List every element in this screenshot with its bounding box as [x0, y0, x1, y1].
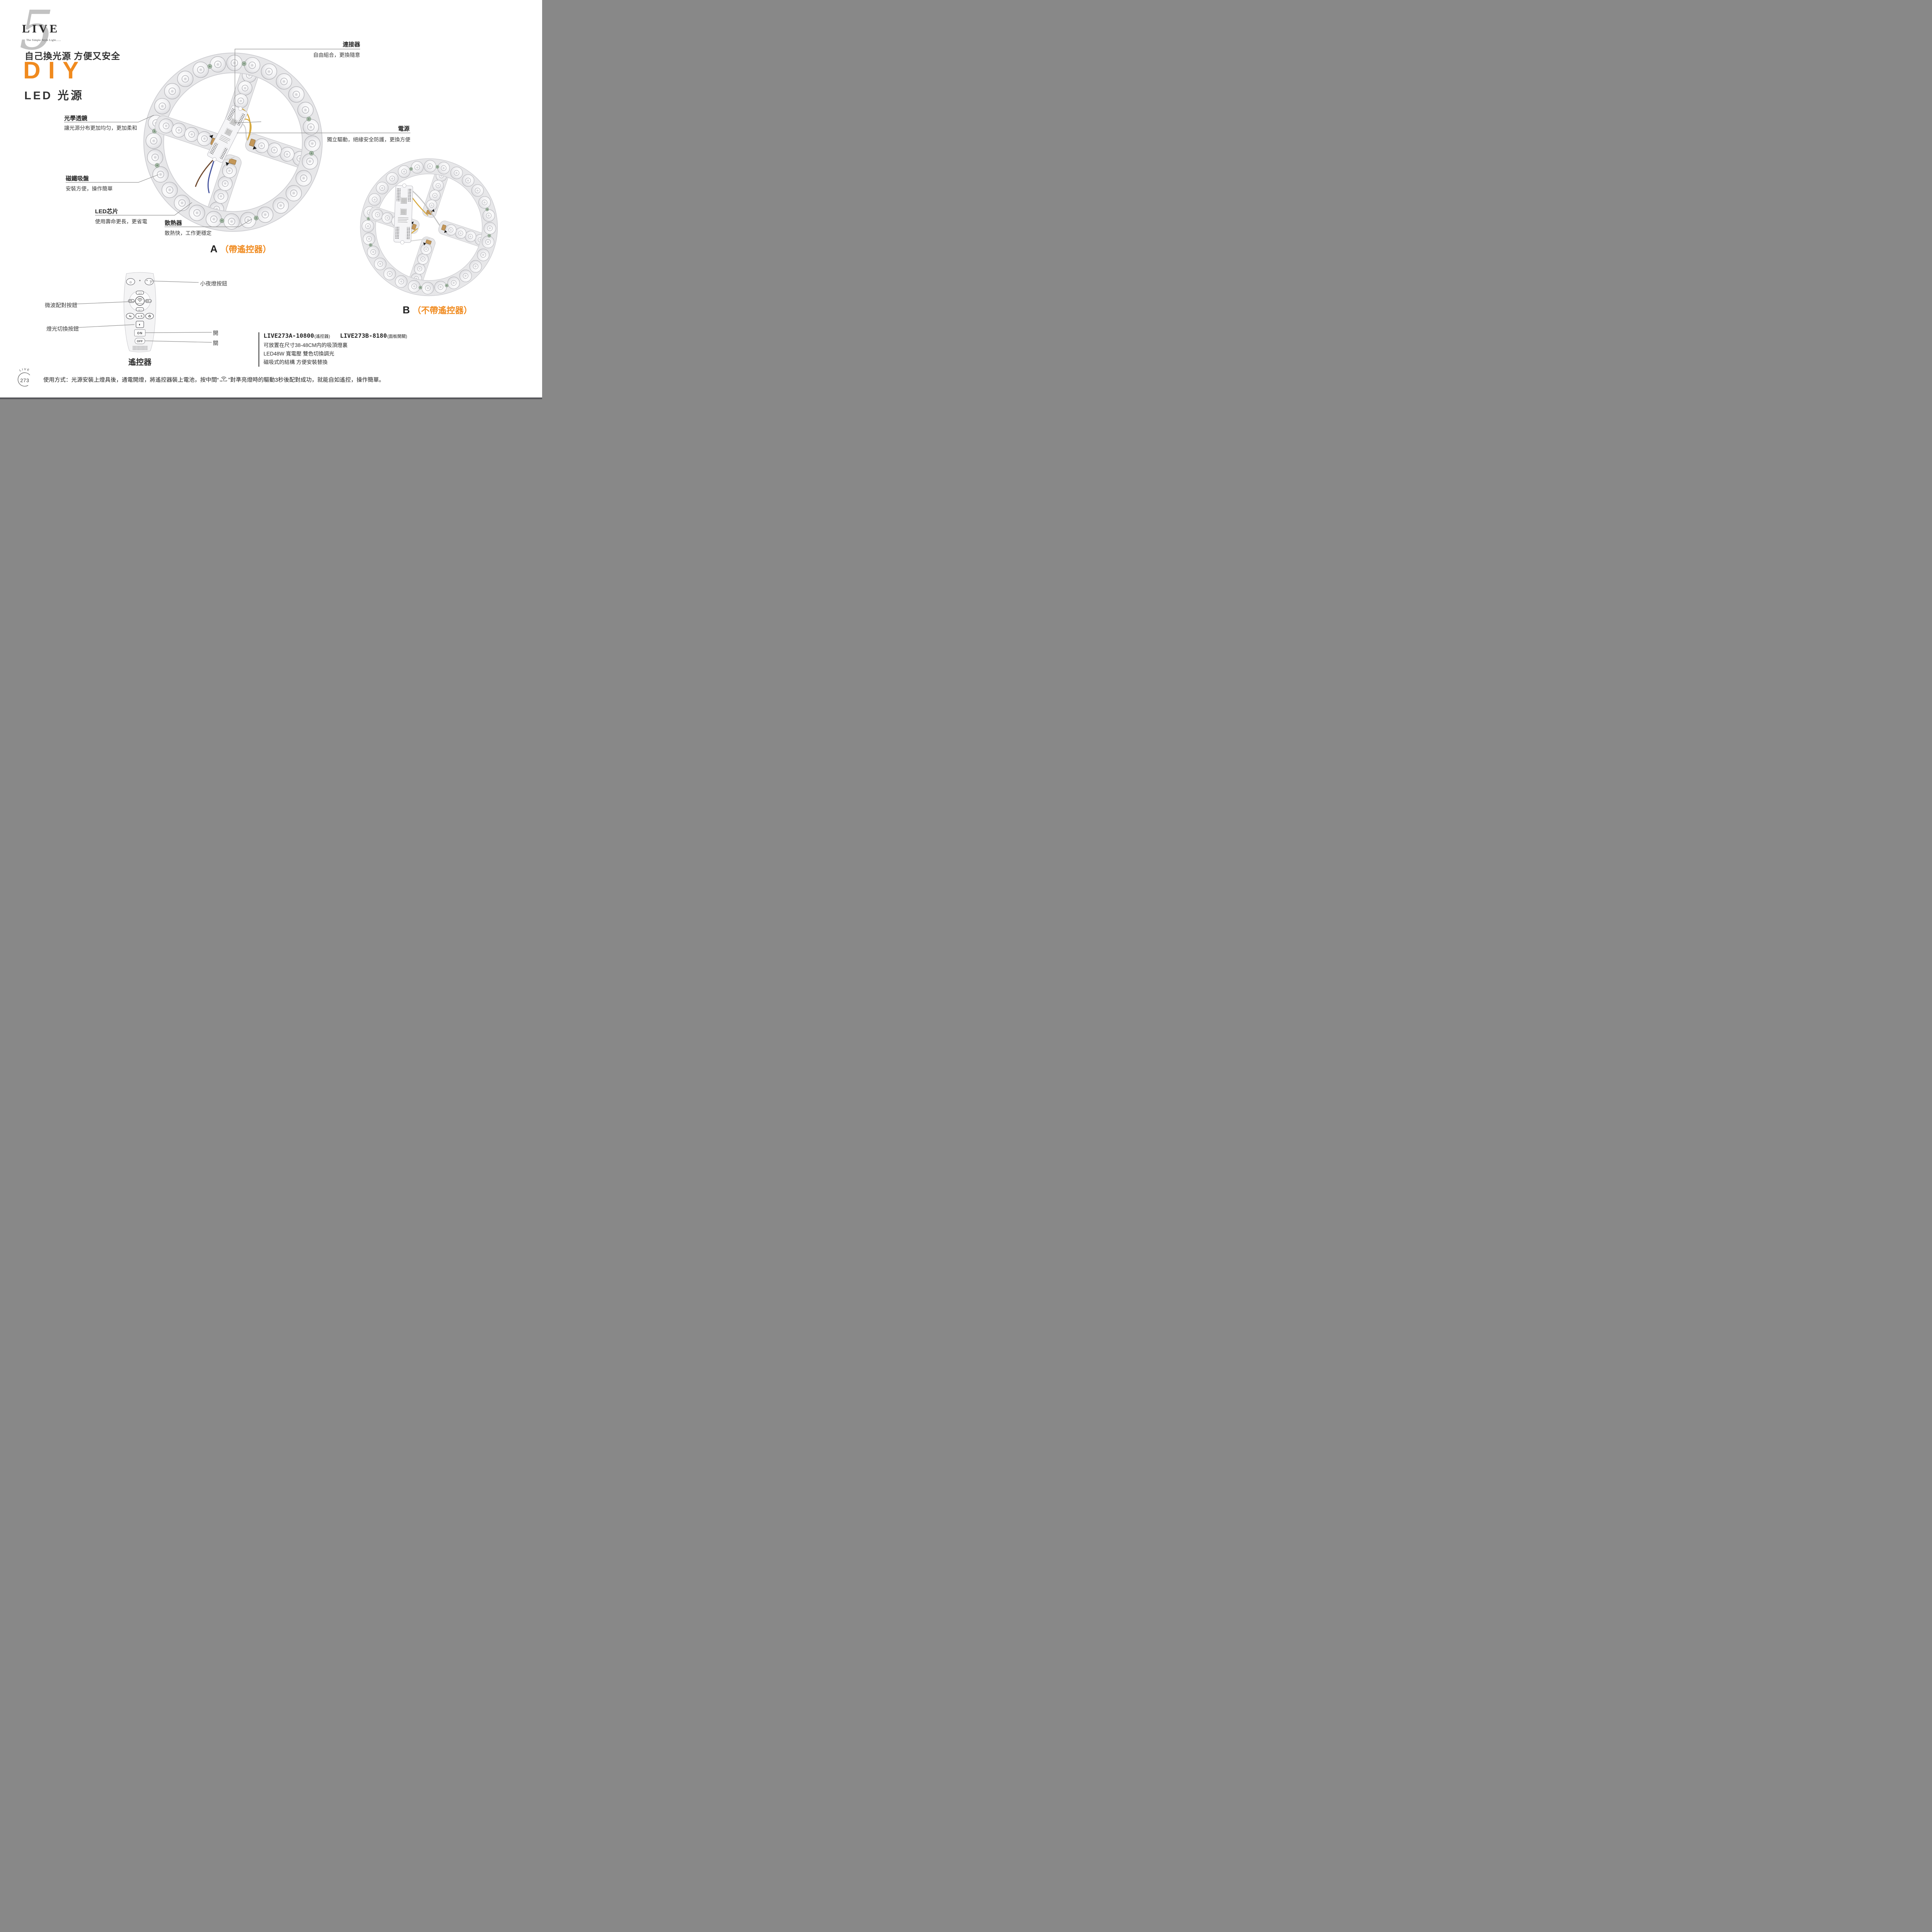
- callout-heatsink-label: 散熱器: [165, 220, 182, 226]
- callout-magnet-label: 磁鐵吸盤: [66, 175, 89, 182]
- minus-icon: −: [133, 300, 134, 303]
- lamp-rect-icon: [146, 300, 149, 302]
- callout-led-chip-label: LED芯片: [95, 208, 119, 215]
- eco-icon: ♻: [148, 315, 151, 318]
- callout-led-chip-desc: 使用壽命更長，更省電: [95, 219, 147, 224]
- variant-a-note: （帶遙控器）: [220, 245, 271, 254]
- spec-magnet: 磁吸式的結構 方便安裝替換: [264, 359, 328, 365]
- eco-button[interactable]: [145, 313, 154, 319]
- callout-optical-lens-label: 光學透鏡: [64, 115, 88, 122]
- brightness-down-icon: ☼−: [138, 308, 142, 311]
- main-light-button[interactable]: [126, 278, 135, 285]
- color-temp-button[interactable]: [135, 313, 145, 319]
- toggle-icon: ◐: [139, 323, 141, 327]
- catalog-page: 5 LIVE The Simple Style Light...... 自己換光…: [0, 0, 542, 399]
- page-title-diy: DIY: [23, 57, 87, 84]
- badge-circle: [17, 372, 30, 387]
- ir-led: [139, 280, 141, 281]
- callout-off-label: 關: [213, 340, 218, 346]
- wifi-icon: [137, 298, 143, 301]
- bottom-light-bar: [0, 397, 542, 398]
- wifi-icon: [221, 376, 226, 380]
- page-subtitle: LED 光源: [24, 90, 84, 102]
- variant-b-letter: B: [403, 304, 410, 316]
- usage-text-before: 使用方式：光源安裝上燈具後，通電開燈，將遙控器裝上電池，按中間“: [43, 377, 219, 383]
- brightness-down-button[interactable]: [136, 307, 144, 311]
- color-temp-icon: ◑: [138, 315, 139, 318]
- callout-light-switch-button: 燈光切換按鈕: [46, 326, 79, 332]
- off-button-label: OFF: [137, 340, 143, 343]
- callout-optical-lens-desc: 讓光源分布更加均匀，更加柔和: [64, 125, 137, 131]
- model-a-tag: (遙控器): [314, 334, 330, 339]
- spec-power: LED48W 寬電壓 雙色切換調光: [264, 351, 335, 357]
- callout-magnet-desc: 安裝方便，操作簡單: [66, 186, 113, 192]
- spec-size: 可放置在尺寸38-48CM内的吸頂燈裏: [264, 342, 348, 348]
- usage-instructions: 使用方式：光源安裝上燈具後，通電開燈，將遙控器裝上電池，按中間“ SETUP ”…: [43, 376, 384, 384]
- model-b: LIVE273B-8180: [340, 332, 387, 339]
- variant-b-caption: B （不帶遙控器）: [403, 304, 472, 316]
- wifi-dot: [139, 301, 140, 302]
- svg-text:LIVE: LIVE: [19, 367, 31, 372]
- callout-night-light-button: 小夜燈按鈕: [200, 281, 227, 287]
- moon-icon: ☽: [148, 281, 152, 285]
- callout-pairing-button: 微波配對按鈕: [45, 302, 77, 308]
- brightness-up-icon: ☼+: [138, 292, 142, 294]
- rgb-cycle-button[interactable]: [126, 313, 134, 319]
- logo-tagline: The Simple Style Light......: [26, 38, 61, 42]
- star-icon: ★: [146, 280, 148, 282]
- setup-icon-label: SETUP: [219, 380, 228, 383]
- brightness-up-button[interactable]: [136, 291, 144, 295]
- callout-power-label: 電源: [398, 126, 410, 132]
- led-assembly-a: [139, 49, 327, 236]
- variant-a-letter: A: [210, 243, 218, 255]
- callout-connector-desc: 自由組合，更換隨意: [313, 52, 361, 58]
- light-switch-button[interactable]: [136, 321, 144, 328]
- speaker-grille: [132, 345, 148, 350]
- usage-text-after: ”對準亮燈時的驅動3秒後配對成功，就能自如遙控，操作簡單。: [228, 377, 385, 383]
- led-assembly-b: [357, 155, 501, 299]
- page-number-badge: LIVE 273: [17, 367, 31, 387]
- logo-brand: LIVE: [22, 22, 60, 35]
- callout-power-desc: 獨立驅動，絕緣安全防護，更換方便: [327, 137, 410, 143]
- variant-a-caption: A （帶遙控器）: [210, 243, 271, 255]
- page-headline: 自己換光源 方便又安全: [25, 51, 121, 61]
- remote-caption: 遙控器: [128, 358, 151, 367]
- page-number: 273: [20, 378, 29, 383]
- callout-on-label: 開: [213, 330, 218, 336]
- callout-heatsink-desc: 散熱快，工作更穩定: [165, 230, 212, 236]
- model-a: LIVE273A-10800: [264, 332, 314, 339]
- bottom-dark-bar: [0, 398, 542, 399]
- kelvin-icon: K: [141, 315, 143, 318]
- logo-numeral-5: 5: [19, 0, 54, 62]
- setup-label: SETUP: [137, 303, 143, 304]
- callout-connector-label: 連接器: [342, 41, 360, 48]
- badge-brand: LIVE: [19, 367, 30, 372]
- bulb-icon: ☼: [129, 280, 132, 284]
- setup-wifi-icon: SETUP: [219, 376, 227, 383]
- on-button-label: ON: [137, 332, 143, 335]
- model-b-tag: (面板開關): [387, 334, 407, 339]
- product-info-block: LIVE273A-10800 (遙控器) LIVE273B-8180 (面板開關…: [259, 332, 407, 367]
- remote-control: ☼ ☽ ★ ☼+ ☼− − + SETUP ⇆ ◑ K ♻ ◐: [124, 272, 156, 352]
- plus-icon: +: [149, 300, 151, 303]
- variant-b-note: （不帶遙控器）: [412, 306, 472, 315]
- cycle-icon: ⇆: [129, 315, 132, 318]
